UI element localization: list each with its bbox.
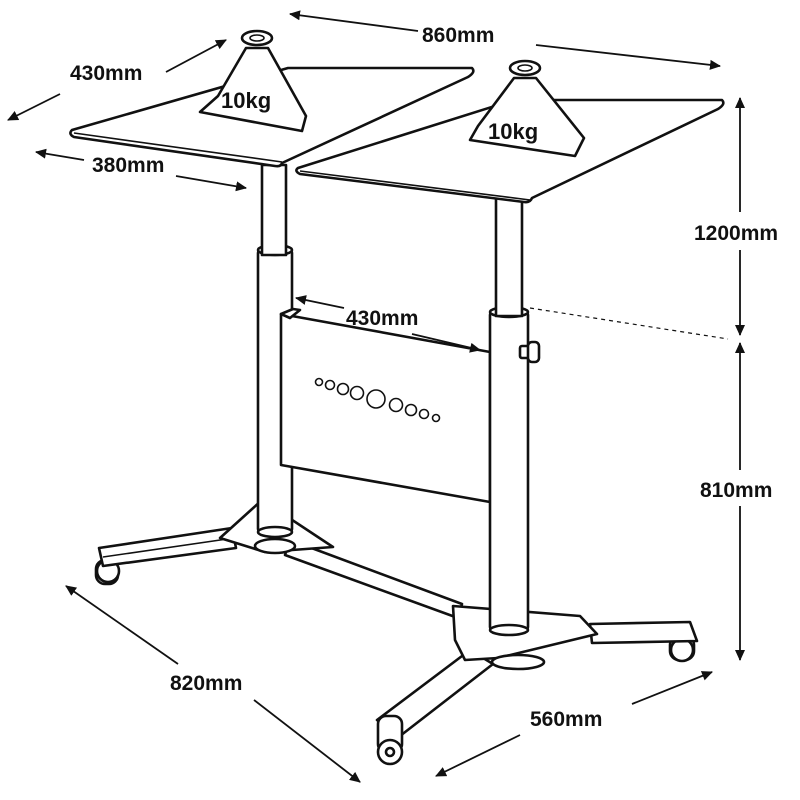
dim-label-base-length: 820mm [170, 672, 242, 695]
weight-label-right: 10kg [488, 119, 538, 144]
dim-label-min-height: 810mm [700, 479, 772, 502]
dim-arrow-top-width [35, 148, 85, 161]
cross-panel [279, 307, 492, 504]
height-adjust-knob [518, 340, 541, 364]
desk-base [94, 498, 699, 766]
dim-label-max-height: 1200mm [694, 222, 778, 245]
dim-arrow-total-width [289, 10, 419, 32]
desktop-right [295, 98, 725, 204]
caster-front [376, 714, 404, 766]
dim-label-total-width: 860mm [422, 24, 494, 47]
dim-label-base-width: 560mm [530, 708, 602, 731]
dim-arrow-base-length [65, 585, 179, 665]
dim-arrow-base-width [435, 734, 521, 777]
dim-arrow-top-depth [7, 93, 61, 121]
dim-label-top-depth: 430mm [70, 62, 142, 85]
weight-label-left: 10kg [221, 88, 271, 113]
base-beam [283, 538, 464, 620]
dim-label-top-width: 380mm [92, 154, 164, 177]
dim-label-column-spacing: 430mm [346, 307, 418, 330]
dim-arrow-column-spacing [295, 295, 345, 309]
foot-bar-right [588, 620, 699, 645]
weight-left: 10kg [198, 29, 308, 133]
column-right [488, 194, 541, 637]
weight-right: 10kg [468, 59, 586, 158]
